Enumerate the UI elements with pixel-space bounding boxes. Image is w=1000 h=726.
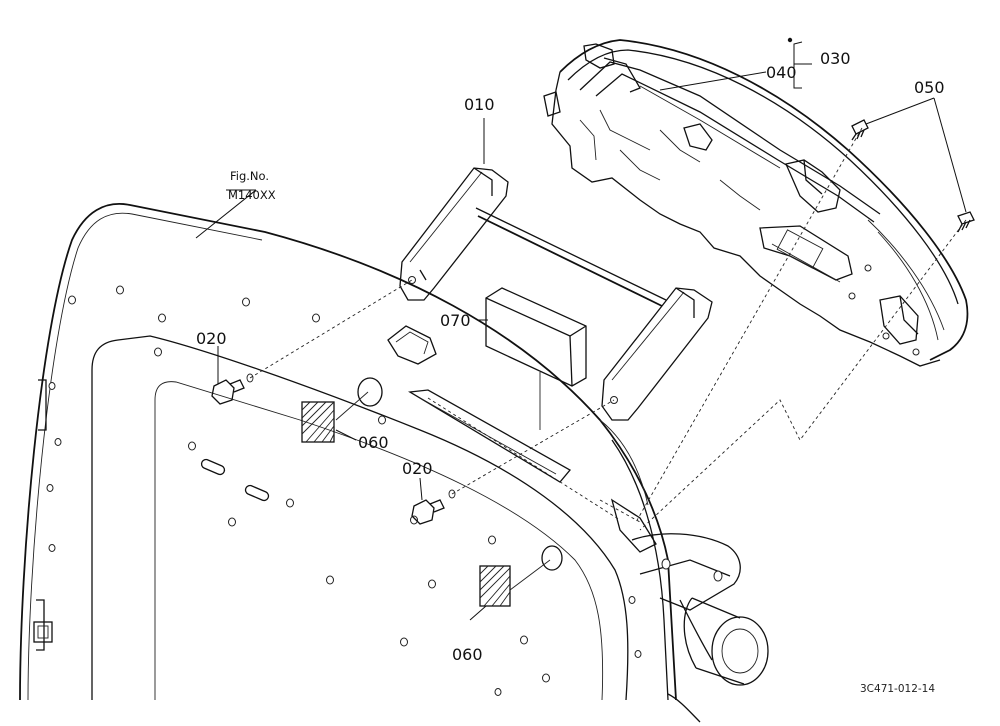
part-020-bolt-upper [211, 373, 254, 405]
part-050-screws [851, 119, 975, 233]
dashboard-panel [19, 203, 677, 701]
panel-holes [46, 285, 642, 696]
wire-clip [387, 325, 437, 365]
part-060-label-lower [479, 565, 511, 607]
assembly-lines [249, 127, 967, 591]
callout-020-lower: 020 [402, 459, 433, 478]
part-010-bracket [399, 167, 713, 421]
drawing-code: 3C471-012-14 [860, 683, 935, 695]
callout-030: 030 [820, 49, 851, 68]
callout-040: 040 [766, 63, 797, 82]
steering-column-bracket [610, 498, 769, 723]
part-070-box [485, 287, 587, 430]
callout-050: 050 [914, 78, 945, 97]
part-040-meter-assembly [543, 39, 969, 367]
callout-070: 070 [440, 311, 471, 330]
callout-020-upper: 020 [196, 329, 227, 348]
part-060-label-upper [301, 401, 335, 443]
part-020-bolt-lower [411, 489, 456, 525]
fig-number-label: Fig.No. M140XX [228, 169, 276, 202]
leader-lines [195, 37, 967, 621]
screw-050-upper [851, 119, 869, 141]
callout-060-lower: 060 [452, 645, 483, 664]
fig-label-line1: Fig.No. [230, 169, 269, 183]
callout-010: 010 [464, 95, 495, 114]
callout-060-upper: 060 [358, 433, 389, 452]
fig-label-line2: M140XX [228, 188, 276, 202]
screw-050-lower [957, 211, 975, 233]
